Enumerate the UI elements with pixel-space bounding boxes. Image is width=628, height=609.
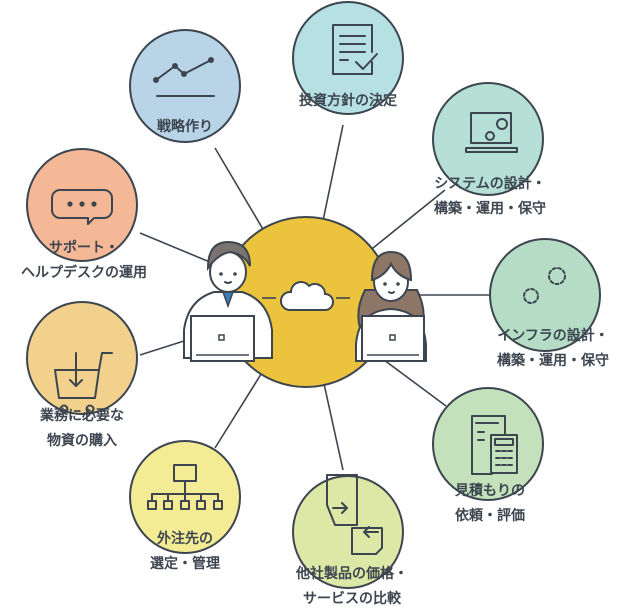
node-label-strategy: 戦略作り: [157, 118, 213, 135]
chat-bubble-icon: [51, 189, 113, 225]
node-label-system: 構築・運用・保守: [434, 200, 546, 217]
document-check-icon: [332, 24, 378, 75]
man-with-laptop-illustration: [183, 240, 273, 362]
node-label-compare: サービスの比較: [303, 590, 402, 607]
node-label-investment: 投資方針の決定: [299, 92, 397, 109]
gears-icon: [523, 267, 566, 304]
node-circle-purchase: [26, 301, 138, 415]
node-label-support: サポート・: [49, 239, 119, 256]
cart-icon: [54, 352, 113, 414]
node-label-outsource: 外注先の: [157, 530, 213, 547]
node-label-compare: 他社製品の価格・: [295, 565, 408, 582]
node-circle-infra: [489, 238, 601, 352]
node-circle-investment: [292, 1, 404, 115]
node-label-support: ヘルプデスクの運用: [21, 264, 147, 281]
node-label-estimate: 依頼・評価: [455, 507, 525, 524]
node-label-outsource: 選定・管理: [150, 555, 220, 572]
cloud-icon: [262, 281, 350, 311]
line-chart-icon: [153, 57, 215, 97]
node-label-system: システムの設計・: [434, 175, 546, 192]
org-chart-icon: [147, 464, 223, 510]
node-label-purchase: 物資の購入: [47, 432, 117, 449]
node-label-estimate: 見積もりの: [454, 482, 525, 499]
laptop-gears-icon: [465, 112, 518, 153]
woman-with-laptop-illustration: [355, 250, 427, 362]
calculator-document-icon: [471, 415, 518, 475]
node-label-purchase: 業務に必要な: [39, 407, 124, 424]
node-label-infra: 構築・運用・保守: [497, 352, 609, 369]
node-label-infra: インフラの設計・: [497, 327, 609, 344]
exchange-documents-icon: [326, 474, 383, 555]
